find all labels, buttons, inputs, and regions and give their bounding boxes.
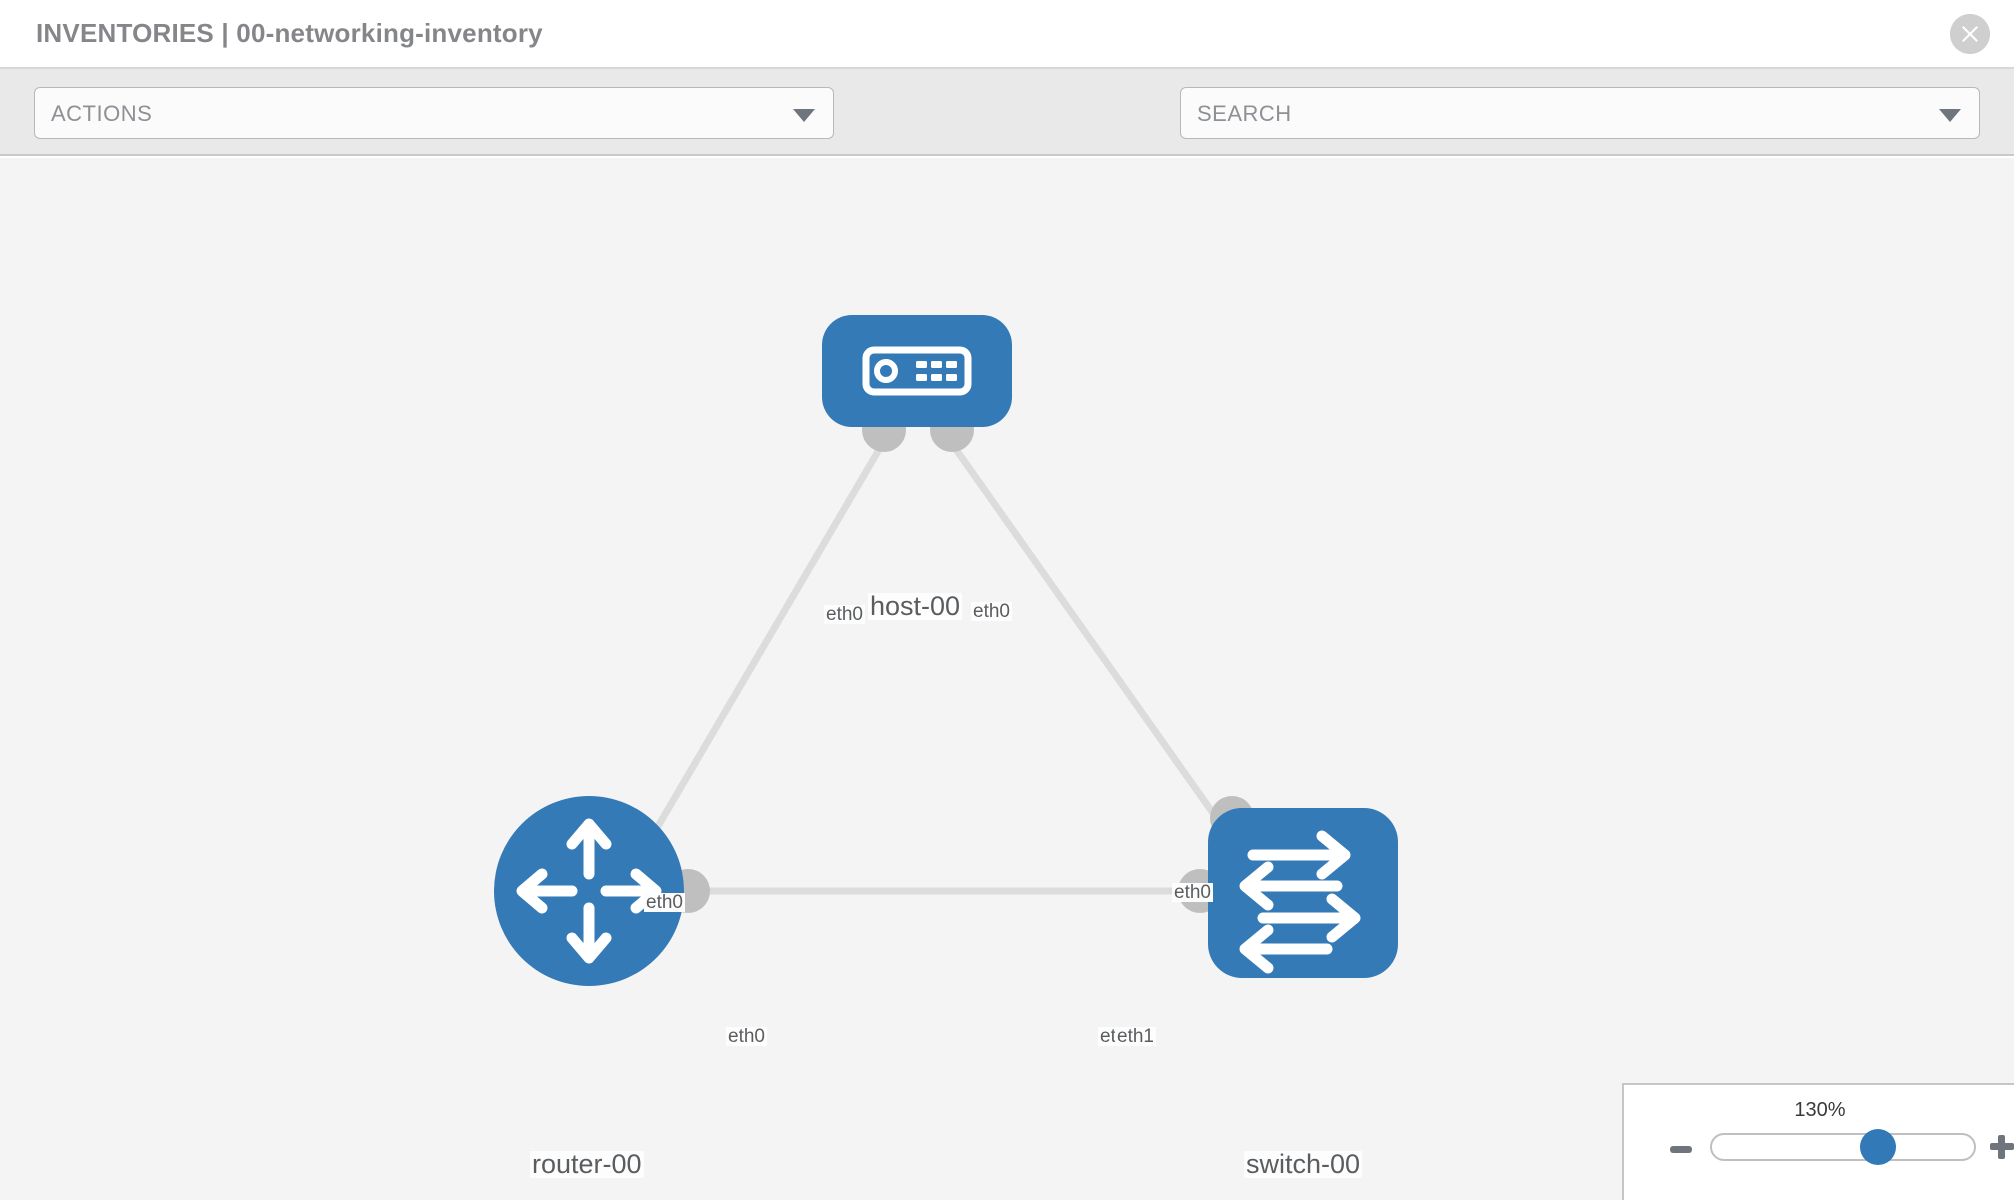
plus-icon[interactable] <box>1990 1135 2014 1159</box>
iface-label: eth1 <box>1115 1026 1156 1047</box>
iface-label: eth0 <box>824 604 865 625</box>
zoom-percent-label: 130% <box>1794 1099 1846 1121</box>
search-placeholder: SEARCH <box>1197 101 1292 126</box>
edge-host-router <box>616 446 884 893</box>
server-icon-details <box>874 359 957 383</box>
node-router-00 <box>494 796 684 986</box>
zoom-slider-track[interactable] <box>1710 1133 1976 1161</box>
minus-icon[interactable] <box>1670 1146 1692 1153</box>
switch-arrows-icon <box>1239 830 1361 974</box>
close-icon[interactable] <box>1950 14 1990 54</box>
iface-label: eth0 <box>644 892 685 913</box>
iface-label: eth0 <box>1172 882 1213 903</box>
chevron-down-icon <box>793 109 815 122</box>
chevron-down-icon <box>1939 109 1961 122</box>
node-label-host-00: host-00 <box>868 591 963 621</box>
topology-graph <box>494 315 1398 986</box>
actions-dropdown[interactable]: ACTIONS <box>34 87 834 139</box>
node-label-switch-00: switch-00 <box>1244 1149 1363 1179</box>
zoom-slider-thumb[interactable] <box>1860 1129 1896 1165</box>
topology-canvas[interactable]: eth0 eth0 eth0 eth0 eth0 eth0 eth1 host-… <box>0 158 2014 1200</box>
topology-toolbar: ACTIONS SEARCH <box>0 69 2014 192</box>
router-arrows-icon <box>516 818 662 964</box>
iface-label: eth0 <box>726 1026 767 1047</box>
server-icon <box>862 346 972 396</box>
node-switch-00 <box>1208 808 1398 978</box>
search-input[interactable]: SEARCH <box>1180 87 1980 139</box>
page-header: INVENTORIES | 00-networking-inventory <box>0 0 2014 69</box>
zoom-control-panel: 130% <box>1622 1083 2014 1200</box>
node-host-00 <box>822 315 1012 427</box>
actions-dropdown-label: ACTIONS <box>51 101 153 126</box>
node-label-router-00: router-00 <box>530 1149 644 1179</box>
page-title: INVENTORIES | 00-networking-inventory <box>36 18 543 48</box>
topology-edges <box>616 445 1271 895</box>
iface-label: eth0 <box>971 601 1012 622</box>
